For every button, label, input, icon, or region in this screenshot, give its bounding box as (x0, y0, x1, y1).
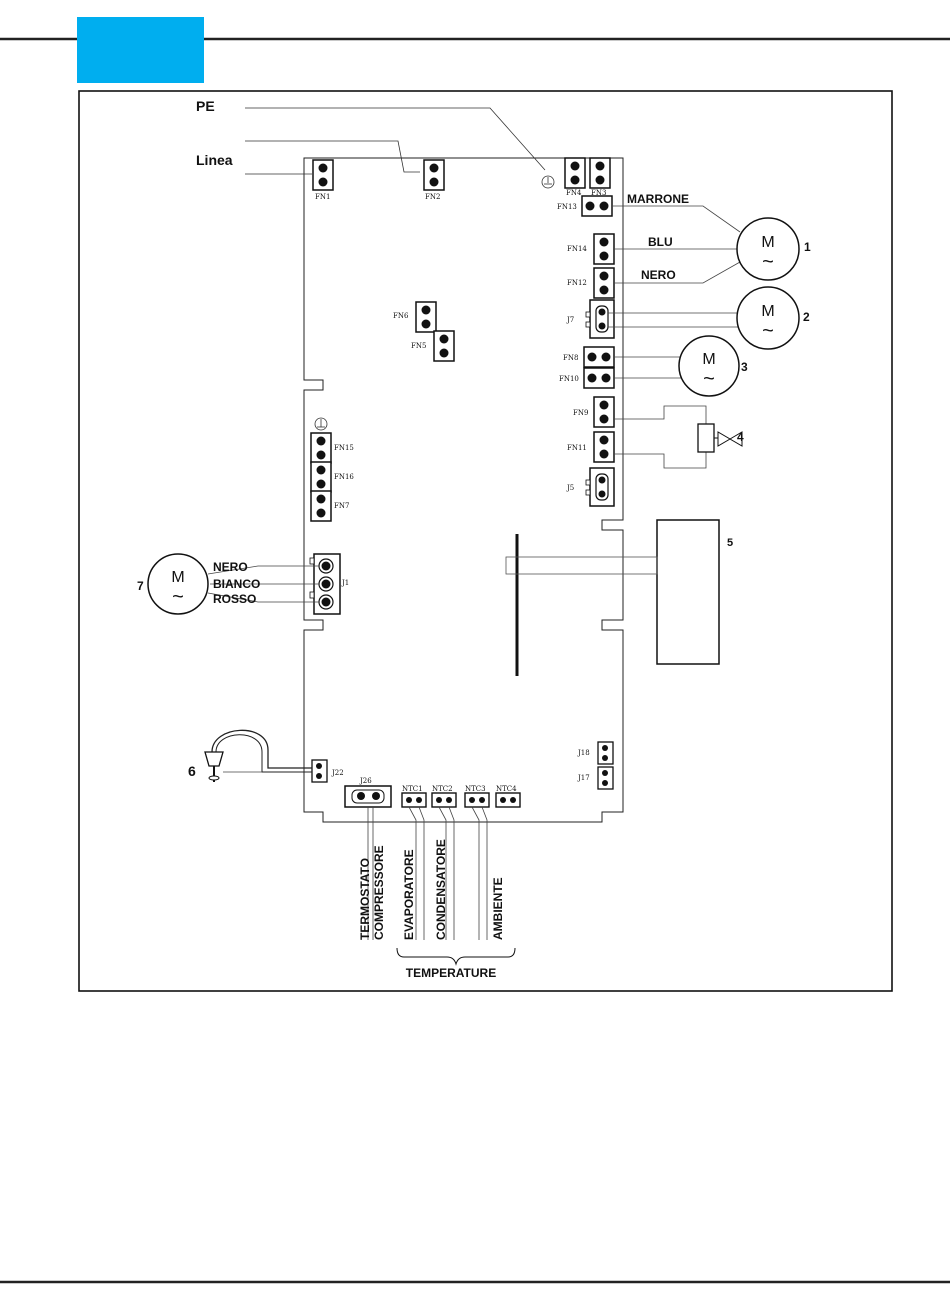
connector-j22 (312, 760, 327, 782)
connector-fn8 (584, 347, 614, 367)
connector-j18 (598, 742, 613, 764)
motor3-wiring (614, 357, 684, 378)
motor-icon: M ~ (148, 554, 208, 614)
connector-fn2 (424, 160, 444, 190)
valve-wiring (614, 406, 706, 468)
svg-text:M: M (761, 234, 774, 251)
fn12-label: FN12 (567, 279, 587, 287)
connector-fn16 (311, 462, 331, 492)
svg-text:~: ~ (762, 251, 774, 273)
connector-ntc3 (465, 793, 489, 807)
j26-label: J26 (359, 777, 372, 785)
blu-label: BLU (648, 235, 673, 249)
fn8-label: FN8 (563, 354, 578, 362)
j1-bianco-label: BIANCO (213, 577, 260, 591)
termostato-label: TERMOSTATO (358, 858, 372, 940)
motor2-number: 2 (803, 310, 810, 324)
component-5-number: 5 (727, 537, 733, 549)
svg-text:~: ~ (703, 368, 715, 390)
fn10-label: FN10 (559, 375, 579, 383)
svg-text:M: M (171, 569, 184, 586)
motor2-wiring (608, 313, 738, 327)
j1-nero-label: NERO (213, 560, 248, 574)
fn5-label: FN5 (411, 342, 426, 350)
connector-ntc1 (402, 793, 426, 807)
motor-icon: M ~ (679, 336, 739, 396)
svg-text:M: M (761, 303, 774, 320)
connector-j17 (598, 767, 613, 789)
fn4-label: FN4 (566, 189, 582, 197)
fn11-label: FN11 (567, 444, 587, 452)
connector-fn13 (582, 196, 612, 216)
connector-fn14 (594, 234, 614, 264)
connector-ntc4 (496, 793, 520, 807)
solenoid-valve-icon (698, 424, 742, 452)
j7-label: J7 (566, 316, 574, 324)
motor1-wiring (612, 206, 740, 283)
thermostat-number: 6 (188, 763, 196, 779)
header-accent-tab (77, 17, 204, 83)
fn15-label: FN15 (334, 444, 354, 452)
j5-label: J5 (566, 484, 574, 492)
fn16-label: FN16 (334, 473, 354, 481)
j1-rosso-label: ROSSO (213, 592, 256, 606)
fn7-label: FN7 (334, 502, 349, 510)
ambiente-label: AMBIENTE (491, 877, 505, 940)
connector-ntc2 (432, 793, 456, 807)
connector-fn15 (311, 433, 331, 463)
ntc4-label: NTC4 (496, 785, 517, 793)
fn1-label: FN1 (315, 193, 330, 201)
motor1-number: 1 (804, 240, 811, 254)
valve-number: 4 (737, 430, 744, 444)
temperature-label: TEMPERATURE (406, 966, 496, 980)
connector-fn5 (434, 331, 454, 361)
connector-j5 (586, 468, 614, 506)
j22-label: J22 (331, 769, 344, 777)
connector-fn4 (565, 158, 585, 188)
pe-label: PE (196, 98, 215, 114)
j1-label: J1 (341, 579, 349, 587)
motor7-number: 7 (137, 579, 144, 593)
component-5-box (657, 520, 719, 664)
motor-icon: M ~ (737, 287, 799, 349)
svg-text:~: ~ (762, 320, 774, 342)
svg-text:M: M (702, 351, 715, 368)
compressore-label: COMPRESSORE (372, 845, 386, 940)
j18-label: J18 (577, 749, 590, 757)
connector-j7 (586, 300, 614, 338)
motor-icon: M ~ (737, 218, 799, 280)
connector-fn3 (590, 158, 610, 188)
temperature-bracket (397, 948, 515, 964)
nero-label: NERO (641, 268, 676, 282)
fn6-label: FN6 (393, 312, 409, 320)
connector-j26 (345, 786, 391, 807)
svg-text:~: ~ (172, 586, 184, 608)
connector-fn7 (311, 491, 331, 521)
fn2-label: FN2 (425, 193, 440, 201)
ntc2-label: NTC2 (432, 785, 453, 793)
fn13-label: FN13 (557, 203, 577, 211)
fn14-label: FN14 (567, 245, 587, 253)
marrone-label: MARRONE (627, 192, 689, 206)
pcb-board (304, 158, 623, 822)
fn9-label: FN9 (573, 409, 588, 417)
connector-fn10 (584, 368, 614, 388)
ntc3-label: NTC3 (465, 785, 486, 793)
j17-label: J17 (577, 774, 590, 782)
connector-fn12 (594, 268, 614, 298)
evaporatore-label: EVAPORATORE (402, 849, 416, 940)
connector-fn9 (594, 397, 614, 427)
thermostat-icon (205, 730, 312, 782)
connector-fn6 (416, 302, 436, 332)
condensatore-label: CONDENSATORE (434, 839, 448, 940)
connector-fn11 (594, 432, 614, 462)
linea-label: Linea (196, 152, 233, 168)
connector-fn1 (313, 160, 333, 190)
motor3-number: 3 (741, 360, 748, 374)
ntc1-label: NTC1 (402, 785, 423, 793)
